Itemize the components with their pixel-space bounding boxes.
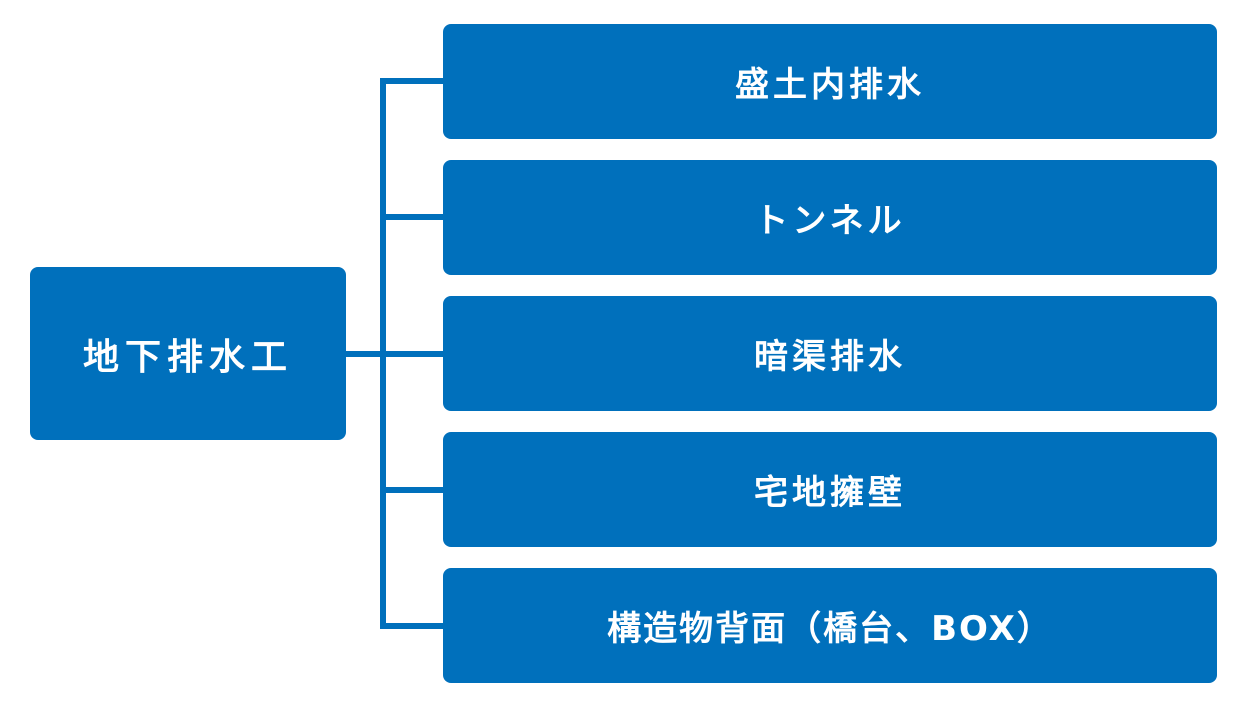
root-node-label: 地下排水工 <box>82 336 293 378</box>
child-node-culvert-drainage: 暗渠排水 <box>443 296 1217 411</box>
child-node-residential-retaining-wall: 宅地擁壁 <box>443 432 1217 547</box>
child-node-embankment-drainage: 盛土内排水 <box>443 24 1217 139</box>
child-node-label: 盛土内排水 <box>735 65 925 105</box>
child-node-label: トンネル <box>754 201 906 241</box>
child-node-label: 構造物背面（橋台、BOX） <box>607 609 1053 649</box>
child-node-label: 宅地擁壁 <box>754 473 906 513</box>
child-node-tunnel: トンネル <box>443 160 1217 275</box>
child-node-structure-back-face: 構造物背面（橋台、BOX） <box>443 568 1217 683</box>
root-node-underground-drainage: 地下排水工 <box>30 267 346 440</box>
child-node-label: 暗渠排水 <box>754 337 906 377</box>
